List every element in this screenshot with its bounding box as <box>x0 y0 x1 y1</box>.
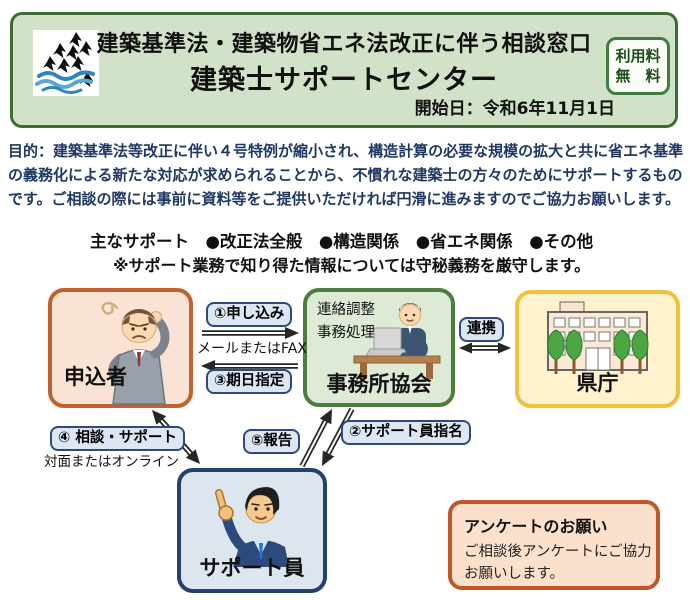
step2-nomination-chip: ②サポート員指名 <box>341 420 471 445</box>
survey-title: アンケートのお願い <box>464 517 608 536</box>
purpose-paragraph: 目的：建築基準法等改正に伴い４号特例が縮小され、構造計算の必要な規模の拡大と共に… <box>8 139 684 211</box>
association-logo-icon <box>33 30 99 96</box>
arrow-report <box>299 409 332 468</box>
prefecture-box: 県庁 <box>515 290 680 408</box>
step1-apply-chip: ①申し込み <box>206 302 293 327</box>
purpose-line3: です。ご相談の際には事前に資料等をご提供いただければ円滑に進みますのでご協力お願… <box>8 190 681 208</box>
arrow-cooperation <box>459 342 511 354</box>
confidentiality-note: ※サポート業務で知り得た情報については守秘義務を厳守します。 <box>113 256 591 275</box>
survey-request-box: アンケートのお願い ご相談後アンケートにご協力 お願いします。 <box>448 500 660 590</box>
survey-body-line1: ご相談後アンケートにご協力 <box>464 544 652 560</box>
supporter-label: サポート員 <box>199 556 305 580</box>
worried-architect-illustration <box>101 301 170 405</box>
mail-or-fax-note: メールまたはFAX <box>197 341 307 357</box>
fee-badge-line1: 利用料 <box>615 46 661 65</box>
header-banner: 建築基準法・建築物省エネ法改正に伴う相談窓口 建築士サポートセンター 開始日：令… <box>10 12 678 128</box>
start-date: 開始日：令和6年11月1日 <box>414 99 615 119</box>
purpose-line2: の義務化による新たな対応が求められることから、不慣れな建築士の方々のためにサポー… <box>8 166 683 184</box>
in-person-or-online-note: 対面またはオンライン <box>44 454 179 470</box>
government-building-illustration <box>547 301 649 374</box>
supporter-box: サポート員 <box>177 468 327 593</box>
tree <box>547 329 565 374</box>
association-notes: 連絡調整 事務処理 <box>317 299 375 345</box>
survey-body: ご相談後アンケートにご協力 お願いします。 <box>464 541 652 585</box>
free-fee-badge: 利用料 無 料 <box>606 37 670 95</box>
birds-waves-logo-graphic <box>33 30 99 96</box>
association-note-line2: 事務処理 <box>317 325 375 341</box>
association-box: 連絡調整 事務処理 事務所協会 <box>303 288 455 407</box>
step3-date-chip: ③期日指定 <box>206 369 293 394</box>
prefecture-label: 県庁 <box>576 371 619 395</box>
survey-body-line2: お願いします。 <box>464 566 565 582</box>
applicant-box: 申込者 <box>48 288 193 408</box>
clerk-at-laptop-illustration <box>353 303 441 379</box>
association-note-line1: 連絡調整 <box>317 302 375 318</box>
purpose-line1: 目的：建築基準法等改正に伴い４号特例が縮小され、構造計算の必要な規模の拡大と共に… <box>8 142 684 160</box>
applicant-label: 申込者 <box>64 365 127 389</box>
cooperation-chip: 連携 <box>459 317 504 342</box>
fee-badge-line2: 無 料 <box>615 67 661 85</box>
step4-consultation-chip: ④ 相談・サポート <box>50 426 185 451</box>
main-title-line2: 建築士サポートセンター <box>190 65 498 96</box>
pointing-supporter-illustration <box>215 487 289 567</box>
main-title-line1: 建築基準法・建築物省エネ法改正に伴う相談窓口 <box>96 32 592 57</box>
step5-report-chip: ⑤報告 <box>243 429 301 454</box>
association-label: 事務所協会 <box>326 372 432 396</box>
support-categories-line: 主なサポート ●改正法全般 ●構造関係 ●省エネ関係 ●その他 <box>90 232 594 251</box>
